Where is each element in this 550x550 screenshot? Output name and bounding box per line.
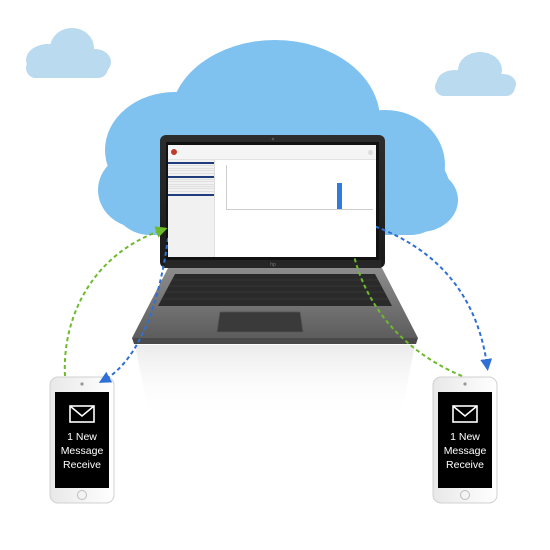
screen-main: [215, 160, 376, 257]
envelope-right-icon: [452, 405, 478, 423]
small-cloud-right-icon: [435, 52, 516, 96]
screen-sidebar-item: [168, 171, 214, 174]
screen-header: [168, 145, 376, 160]
laptop-screen: [168, 145, 376, 257]
screen-sidebar-item: [168, 185, 214, 187]
phone-left-message: 1 New Message Receive: [53, 430, 111, 472]
screen-sidebar-item: [168, 178, 214, 180]
screen-sidebar-header: [168, 162, 214, 164]
smartphone-right-icon: [432, 376, 498, 504]
screen-sidebar-item: [168, 169, 214, 172]
phone-left-line1: 1 New: [67, 431, 97, 443]
svg-text:hp: hp: [270, 262, 276, 268]
arrow-laptop-to-left-phone: [98, 237, 169, 383]
phone-left-line2: Message: [60, 445, 104, 457]
phone-right-line3: Receive: [446, 459, 484, 471]
screen-sidebar-item: [168, 187, 214, 190]
phone-right-message: 1 New Message Receive: [436, 430, 494, 472]
screen-logo: [171, 149, 177, 155]
screen-sidebar-header: [168, 175, 214, 178]
screen-mini-chart: [226, 165, 373, 210]
phone-right-line2: Message: [443, 445, 487, 457]
arrow-laptop-to-right-phone: [361, 221, 493, 371]
screen-sidebar: [168, 160, 215, 257]
envelope-left-icon: [69, 405, 95, 423]
screen-sidebar-item: [168, 166, 214, 169]
screen-chart-bar: [336, 182, 342, 209]
laptop-reflection: [135, 345, 415, 420]
small-cloud-left-icon: [26, 28, 111, 78]
smartphone-left-icon: [49, 376, 115, 504]
screen-avatar: [368, 149, 373, 155]
screen-sidebar-item: [168, 164, 214, 167]
screen-sidebar-item: [168, 182, 214, 185]
screen-sidebar-item: [168, 189, 214, 192]
arrow-right-phone-to-laptop: [344, 228, 463, 377]
phone-left-line3: Receive: [63, 459, 101, 471]
screen-sidebar-header: [168, 193, 214, 196]
arrow-left-phone-to-laptop: [63, 226, 168, 377]
phone-right-line1: 1 New: [450, 431, 480, 443]
screen-sidebar-item: [168, 180, 214, 183]
